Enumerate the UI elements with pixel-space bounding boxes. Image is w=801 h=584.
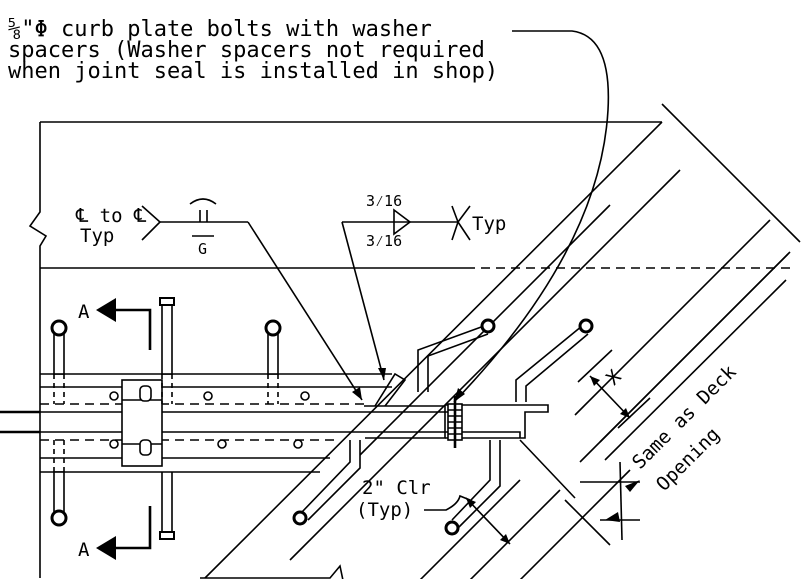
dimension-x: X	[577, 349, 651, 429]
diag-lower-2	[469, 489, 561, 581]
diag-lower-1	[519, 469, 631, 581]
weld-right-size-top: 3⁄16	[366, 192, 402, 210]
stud-anchor-3	[159, 297, 175, 540]
diag-edge-upper	[661, 103, 801, 243]
plate-edges	[40, 411, 445, 433]
note-line-3: when joint seal is installed in shop)	[8, 59, 498, 84]
angled-anchor-upper-2	[515, 318, 594, 402]
plate-end-lower	[519, 439, 576, 499]
note-line-2: spacers (Washer spacers not required	[8, 38, 485, 63]
angled-anchor-upper-1	[417, 318, 496, 392]
plate-bolt-holes	[109, 391, 310, 449]
left-break-line	[28, 122, 48, 578]
angle-stiffener	[374, 372, 407, 407]
dim-clr-line1: 2" Clr	[362, 477, 431, 499]
dim-x-label: X	[602, 365, 626, 389]
section-mark-top: A	[78, 298, 152, 350]
diag-lower-3	[419, 479, 521, 581]
stud-anchor-4	[264, 319, 282, 404]
weld-symbol-left: ℄ to ℄ Typ G	[75, 198, 363, 401]
angled-anchor-lower-2	[444, 440, 501, 536]
dimension-deck-opening: Same as Deck Opening	[580, 279, 787, 541]
curb-plate-bolt	[447, 396, 463, 448]
bolt-note: ⅝"Φ curb plate bolts with washer spacers…	[8, 17, 498, 84]
diag-line-1	[204, 121, 663, 579]
angled-anchor-lower-1	[292, 440, 361, 526]
weld-right-size-bottom: 3⁄16	[366, 232, 402, 250]
clamp-block	[121, 379, 163, 467]
plate-lap	[364, 405, 446, 439]
section-mark-bottom: A	[78, 506, 152, 561]
weld-left-g: G	[198, 240, 207, 258]
section-mark-bottom-label: A	[78, 539, 90, 561]
bottom-break-line	[200, 564, 345, 584]
weld-left-typ: Typ	[80, 225, 114, 247]
diag-line-right-3	[574, 219, 771, 416]
note-leader-arrow	[454, 388, 465, 402]
stud-anchor-1	[50, 319, 68, 404]
note-line-1: ⅝"Φ curb plate bolts with washer	[8, 17, 432, 42]
weld-symbol-right: 3⁄16 3⁄16 Typ	[341, 192, 506, 381]
plate-right	[445, 404, 549, 439]
section-mark-top-label: A	[78, 301, 90, 323]
diag-line-right-2	[579, 251, 791, 463]
diag-lower-edge	[564, 499, 611, 546]
weld-left-symbol: ℄ to ℄	[75, 205, 147, 227]
note-leader	[453, 30, 610, 403]
dim-clr-line2: (Typ)	[356, 499, 413, 521]
diag-line-2	[289, 169, 681, 561]
stud-anchor-2	[50, 440, 68, 527]
dimension-clearance: 2" Clr (Typ)	[356, 477, 511, 545]
weld-right-typ: Typ	[472, 213, 506, 235]
